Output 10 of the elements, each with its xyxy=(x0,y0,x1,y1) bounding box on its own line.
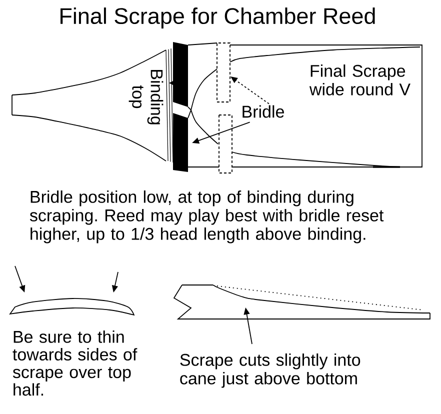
callout-label: Scrape cuts slightly into cane just above bottom xyxy=(180,353,360,388)
note: Be sure to thin towards sides of scrape over top half. xyxy=(12,330,138,396)
title: Final Scrape for Chamber Reed xyxy=(60,8,375,28)
cross-section-drawing xyxy=(10,298,134,316)
callout-label: Bridle xyxy=(242,105,284,118)
dashed-rectangle xyxy=(216,42,230,102)
annotation: Final Scrape wide round V xyxy=(309,64,410,96)
rotated-label: Binding top xyxy=(128,70,164,124)
profile-drawing xyxy=(173,284,430,320)
paragraph: Bridle position low, at top of binding during scraping. Reed may play best with bridle reset higher, up to 1/3 head length above binding. xyxy=(30,190,384,244)
